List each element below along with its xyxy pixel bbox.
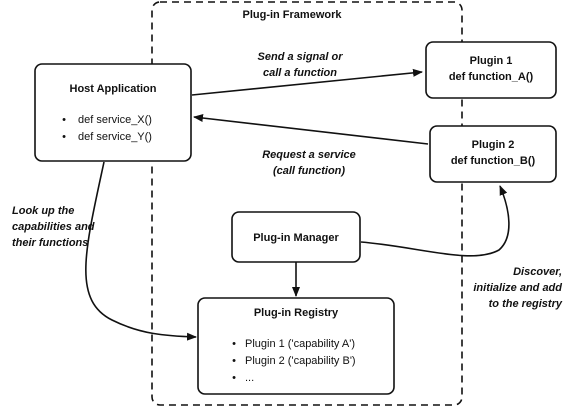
request-service-label-line-1: Request a service — [262, 149, 356, 161]
plugin-1-title: Plugin 1 — [470, 55, 513, 67]
discover-label-line-1: Discover, — [513, 266, 562, 278]
send-signal-label-line-2: call a function — [263, 67, 337, 79]
framework-boundary — [151, 1, 463, 406]
plugin-2-box — [429, 125, 557, 183]
plugin-registry-title: Plug-in Registry — [254, 307, 339, 319]
plugin-manager-box — [231, 211, 361, 263]
lookup-label-line-1: Look up the — [12, 205, 74, 217]
bullet: • — [232, 338, 236, 350]
host-item-service-x: def service_X() — [78, 114, 152, 126]
host-application-box — [34, 63, 192, 162]
request-service-arrow — [193, 114, 429, 145]
framework-title: Plug-in Framework — [242, 9, 342, 21]
request-service-label-line-2: (call function) — [273, 165, 345, 177]
host-application-title: Host Application — [70, 83, 157, 95]
send-signal-arrow — [191, 68, 423, 96]
registry-item-plugin-2: Plugin 2 ('capability B') — [245, 355, 356, 367]
plugin-1-box — [425, 41, 557, 99]
plugin-registry-box — [197, 297, 395, 395]
bullet: • — [62, 114, 66, 126]
bullet: • — [232, 355, 236, 367]
plugin-1-function: def function_A() — [449, 71, 534, 83]
send-signal-label-line-1: Send a signal or — [258, 51, 344, 63]
lookup-arrow — [85, 161, 197, 341]
registry-item-plugin-1: Plugin 1 ('capability A') — [245, 338, 355, 350]
plugin-manager-title: Plug-in Manager — [253, 232, 339, 244]
plugin-2-title: Plugin 2 — [472, 139, 515, 151]
registry-item-ellipsis: ... — [245, 372, 254, 384]
bullet: • — [62, 131, 66, 143]
discover-label-line-3: to the registry — [489, 298, 563, 310]
lookup-label-line-3: their functions — [12, 237, 88, 249]
lookup-label-line-2: capabilities and — [12, 221, 95, 233]
bullet: • — [232, 372, 236, 384]
host-item-service-y: def service_Y() — [78, 131, 152, 143]
discover-label-line-2: initialize and add — [473, 282, 562, 294]
plugin-2-function: def function_B() — [451, 155, 536, 167]
discover-arrow — [360, 185, 510, 257]
